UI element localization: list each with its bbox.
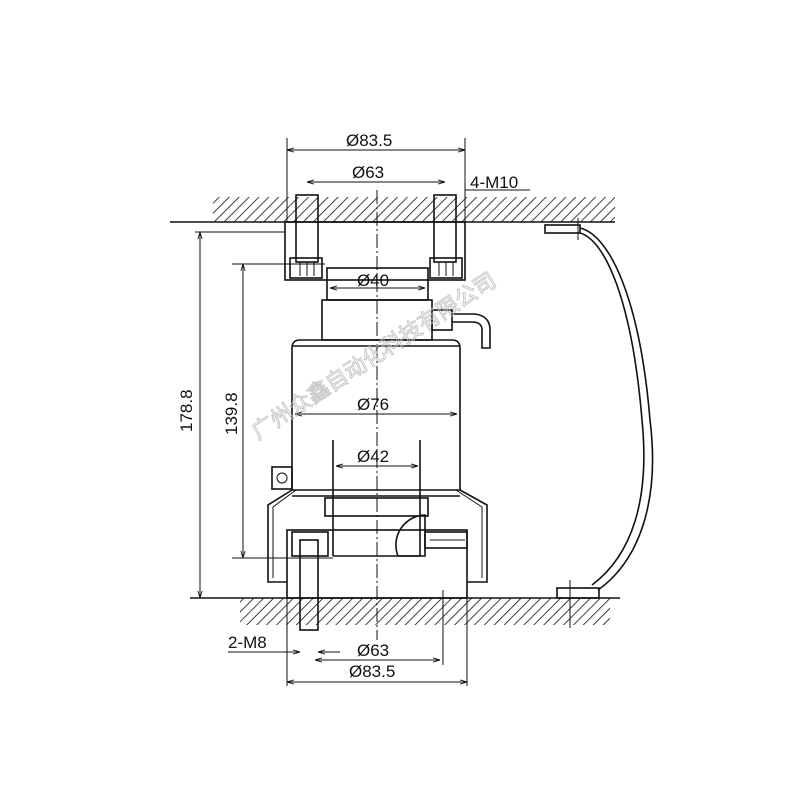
top-thread-label: 4-M10 [470,173,518,192]
bottom-thread-label: 2-M8 [228,633,267,652]
top-outer-diameter-label: Ø83.5 [346,131,392,150]
top-bolt-circle-label: Ø63 [352,163,384,182]
sensor-head-diameter-label: Ø40 [357,271,389,290]
watermark: 广州众鑫自动化科技有限公司 [248,268,501,445]
dimensions [195,138,530,686]
ceiling-mount [170,194,615,281]
inner-diameter-label: Ø42 [357,447,389,466]
body-height-label: 139.8 [222,392,241,435]
floor-mount [190,514,620,631]
load-cell-body [267,190,491,640]
ground-cable [544,218,654,628]
total-height-label: 178.8 [177,389,196,432]
bottom-bolt-circle-label: Ø63 [357,641,389,660]
connector-icon [431,309,453,331]
body-diameter-label: Ø76 [357,395,389,414]
bottom-outer-diameter-label: Ø83.5 [349,662,395,681]
ground-terminal-icon [271,466,293,490]
